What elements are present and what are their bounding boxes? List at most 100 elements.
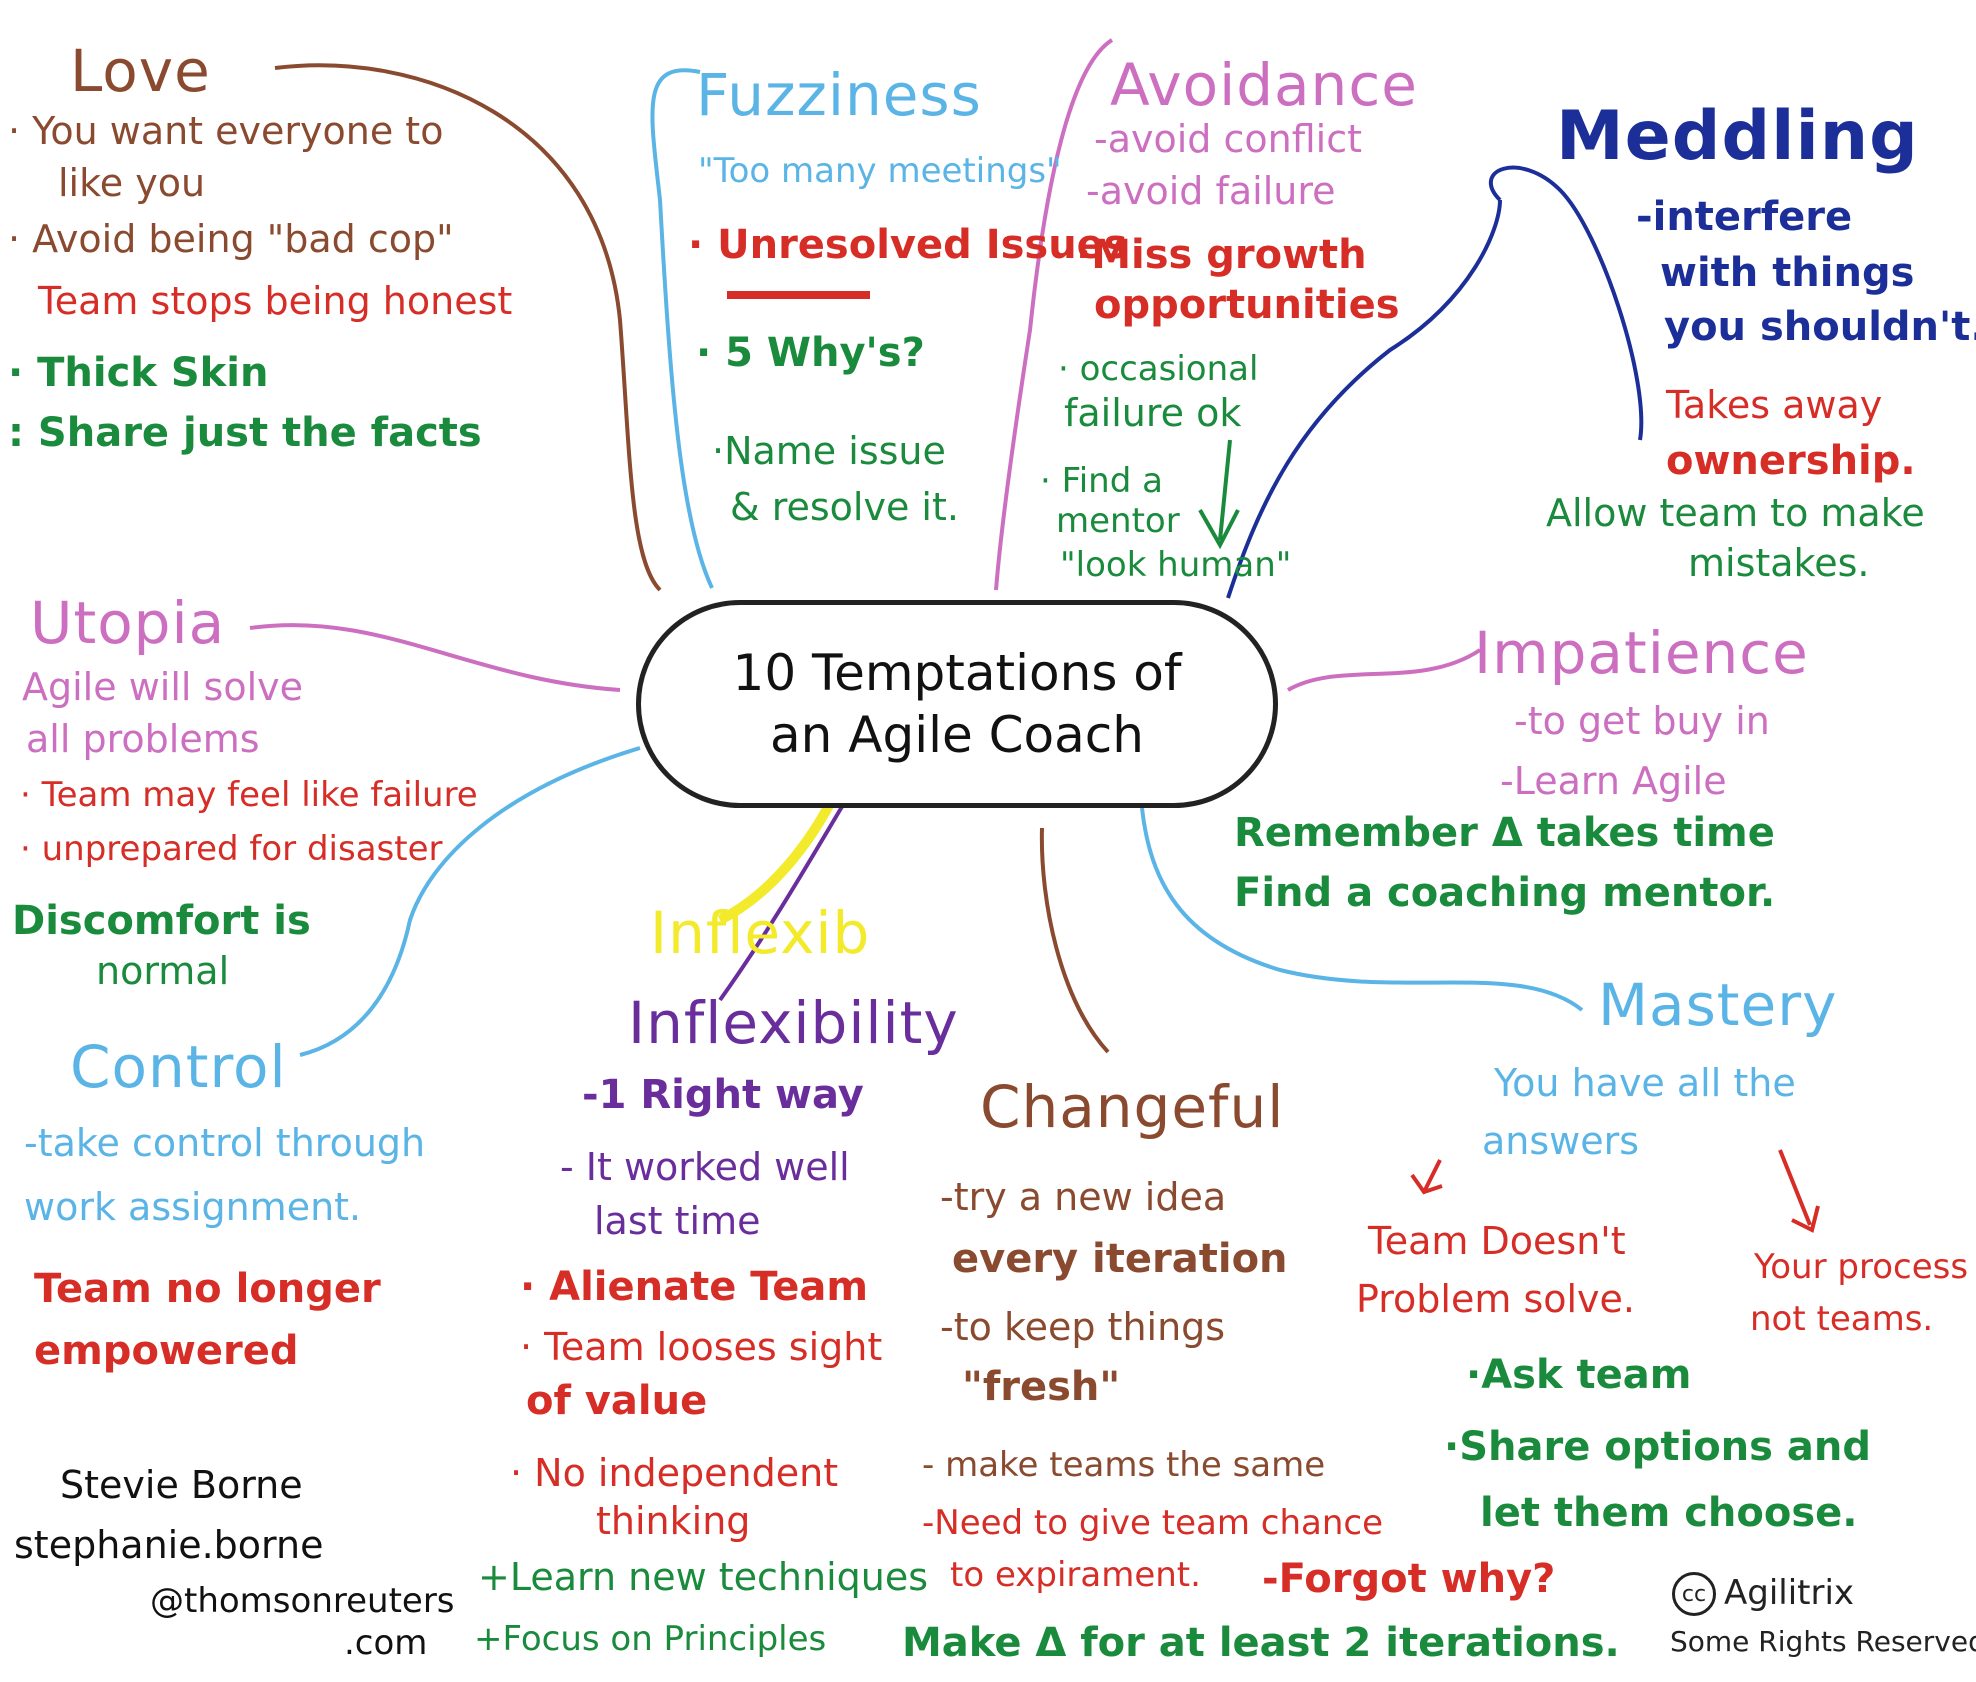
love-item-1: · You want everyone to [8, 109, 444, 153]
changeful-item-9: Make Δ for at least 2 iterations. [902, 1620, 1620, 1666]
love-item-6: : Share just the facts [8, 410, 482, 456]
mastery-item-9: let them choose. [1480, 1490, 1858, 1536]
center-topic: 10 Temptations of an Agile Coach [636, 600, 1278, 808]
connector-inflexibility [718, 798, 848, 1002]
license-rights: Some Rights Reserved [1670, 1625, 1976, 1658]
arrow-mastery-left [1410, 1159, 1443, 1195]
avoidance-item-4: opportunities [1094, 282, 1400, 328]
changeful-item-1: -try a new idea [940, 1175, 1227, 1219]
license-name: Agilitrix [1724, 1573, 1855, 1613]
signature-name: Stevie Borne [60, 1463, 303, 1507]
changeful-item-7: to expirament. [950, 1555, 1201, 1595]
signature-email-2: @thomsonreuters [150, 1581, 455, 1621]
changeful-item-2: every iteration [952, 1236, 1288, 1282]
utopia-item-6: normal [96, 949, 230, 993]
connector-changeful [1039, 827, 1110, 1054]
avoidance-item-5: · occasional [1058, 349, 1259, 389]
love-item-5: · Thick Skin [8, 350, 269, 396]
control-title: Control [70, 1033, 287, 1101]
inflexibility-item-1: -1 Right way [582, 1072, 864, 1118]
connector-control [299, 746, 641, 1057]
changeful-item-8: -Forgot why? [1262, 1556, 1556, 1602]
inflexibility-title: Inflexibility [628, 989, 959, 1057]
changeful-title: Changeful [980, 1073, 1285, 1141]
inflexibility-item-7: · No independent [510, 1451, 839, 1495]
mastery-item-5: Your process [1754, 1247, 1969, 1287]
love-item-2: like you [58, 161, 206, 205]
love-item-4: Team stops being honest [38, 279, 513, 323]
love-title: Love [70, 37, 211, 105]
love-item-3: · Avoid being "bad cop" [8, 217, 454, 261]
impatience-item-4: Find a coaching mentor. [1234, 870, 1776, 916]
utopia-title: Utopia [30, 589, 226, 657]
changeful-item-5: - make teams the same [922, 1445, 1326, 1485]
fuzziness-item-1: "Too many meetings" [698, 151, 1062, 191]
fuzziness-item-2: · Unresolved Issues [688, 222, 1128, 268]
meddling-item-7: mistakes. [1688, 541, 1870, 585]
utopia-item-1: Agile will solve [22, 665, 303, 709]
fuzziness-item-4: ·Name issue [712, 429, 946, 473]
utopia-item-2: all problems [26, 717, 260, 761]
control-item-4: empowered [34, 1328, 299, 1374]
utopia-item-4: · unprepared for disaster [20, 829, 443, 869]
inflexibility-item-3: last time [594, 1199, 761, 1243]
meddling-item-5: ownership. [1666, 438, 1916, 484]
impatience-item-2: -Learn Agile [1500, 759, 1727, 803]
control-item-1: -take control through [24, 1121, 426, 1165]
inflexibility-scribble: Inflexib [650, 899, 871, 967]
meddling-wheel-shape [1488, 165, 1644, 441]
fuzziness-item-5: & resolve it. [730, 485, 959, 529]
connector-love [274, 63, 662, 592]
avoidance-item-3: ·Miss growth [1076, 232, 1367, 278]
inflexibility-item-2: - It worked well [560, 1145, 850, 1189]
meddling-item-1: -interfere [1636, 194, 1853, 240]
avoidance-title: Avoidance [1110, 51, 1418, 119]
utopia-item-5: Discomfort is [12, 898, 311, 944]
avoidance-item-2: -avoid failure [1086, 169, 1336, 213]
mastery-item-4: Problem solve. [1356, 1277, 1635, 1321]
arrow-avoidance [1198, 439, 1240, 550]
meddling-item-3: you shouldn't. [1664, 304, 1976, 350]
avoidance-item-8: mentor [1056, 501, 1180, 541]
mastery-item-6: not teams. [1750, 1299, 1934, 1339]
inflexibility-item-4: · Alienate Team [520, 1264, 869, 1310]
impatience-title: Impatience [1474, 619, 1809, 687]
inflexibility-item-10: +Focus on Principles [474, 1619, 827, 1659]
inflexibility-item-6: of value [526, 1378, 708, 1424]
meddling-item-2: with things [1660, 250, 1915, 296]
utopia-item-3: · Team may feel like failure [20, 775, 478, 815]
signature-email-3: .com [344, 1623, 428, 1663]
cc-license-icon: cc [1672, 1572, 1716, 1616]
mastery-item-1: You have all the [1494, 1061, 1796, 1105]
impatience-item-3: Remember Δ takes time [1234, 810, 1775, 856]
impatience-item-1: -to get buy in [1514, 699, 1770, 743]
meddling-item-6: Allow team to make [1546, 491, 1925, 535]
fuzziness-item-3: · 5 Why's? [696, 330, 925, 376]
fuzziness-title: Fuzziness [696, 61, 982, 129]
connector-utopia [249, 623, 621, 692]
mastery-item-8: ·Share options and [1444, 1424, 1871, 1470]
mastery-item-7: ·Ask team [1466, 1352, 1692, 1398]
meddling-item-4: Takes away [1666, 383, 1883, 427]
changeful-item-4: "fresh" [962, 1364, 1121, 1410]
connector-impatience [1287, 648, 1482, 692]
avoidance-item-6: failure ok [1064, 391, 1242, 435]
connector-fuzziness [650, 68, 714, 589]
center-line-2: an Agile Coach [770, 706, 1144, 764]
avoidance-item-7: · Find a [1040, 461, 1163, 501]
connector-avoidance [994, 38, 1114, 591]
mastery-title: Mastery [1598, 971, 1838, 1039]
signature-email-1: stephanie.borne [14, 1523, 324, 1567]
control-item-3: Team no longer [34, 1266, 381, 1312]
control-item-2: work assignment. [24, 1185, 362, 1229]
inflexibility-item-8: thinking [596, 1499, 751, 1543]
avoidance-item-9: "look human" [1060, 545, 1292, 585]
inflexibility-item-9: +Learn new techniques [478, 1555, 929, 1599]
changeful-item-6: -Need to give team chance [922, 1503, 1383, 1543]
arrow-mastery-right [1778, 1149, 1820, 1233]
mastery-item-3: Team Doesn't [1368, 1219, 1626, 1263]
meddling-title: Meddling [1556, 97, 1919, 176]
inflexibility-item-5: · Team looses sight [520, 1325, 883, 1369]
